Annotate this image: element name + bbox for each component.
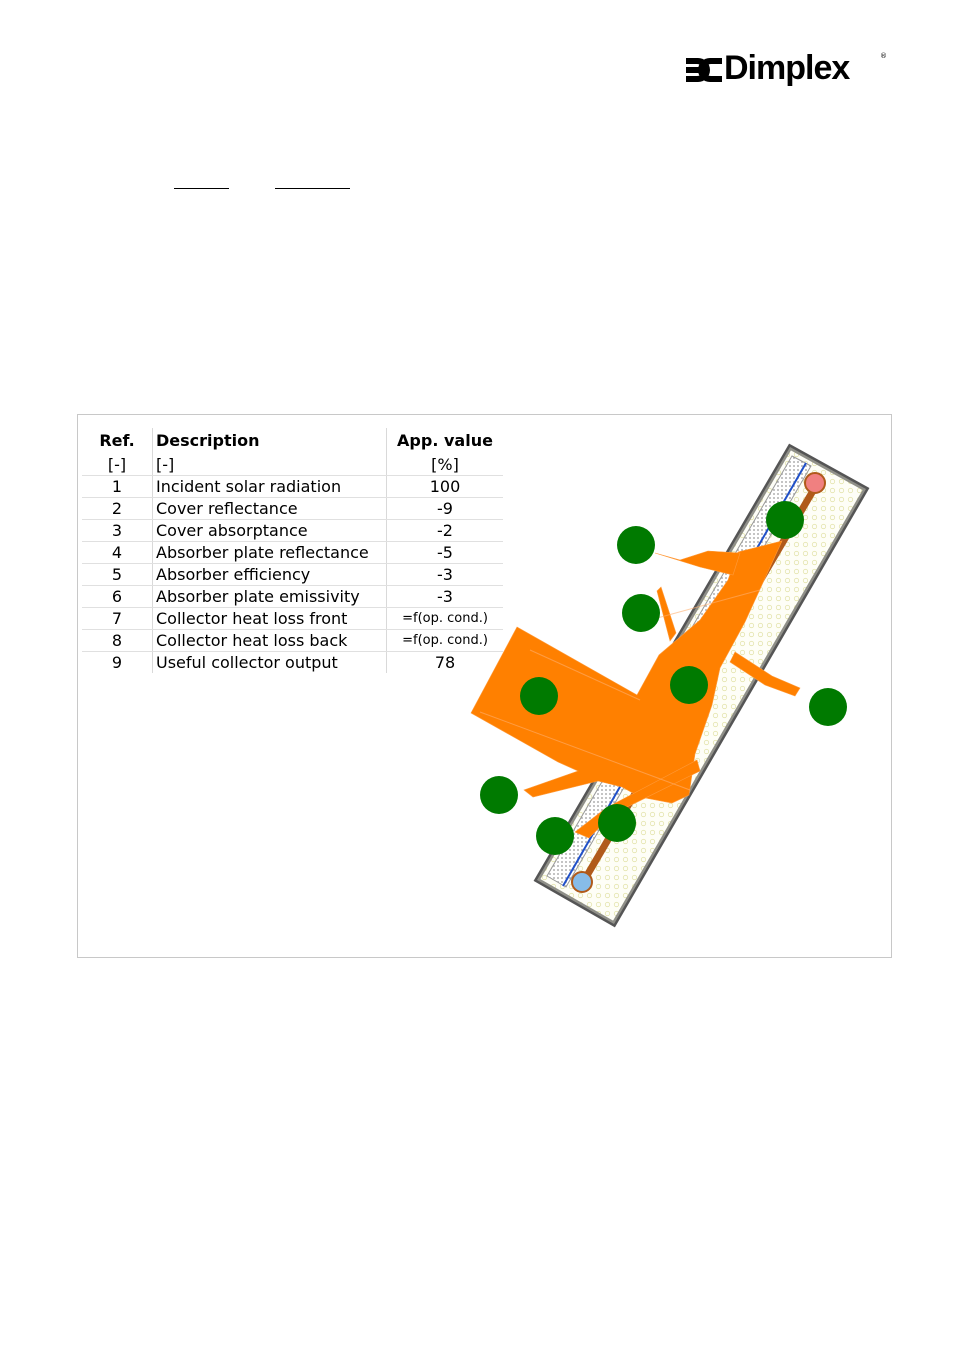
marker-circle (520, 677, 558, 715)
row-description: Collector heat loss back (152, 629, 387, 652)
cold-inlet-port (571, 871, 593, 893)
table-row: 3 Cover absorptance -2 (82, 519, 503, 542)
unit-description: [-] (152, 454, 387, 476)
table-header-row: Ref. Description App. value (82, 428, 503, 454)
marker-circle (598, 804, 636, 842)
table-units-row: [-] [-] [%] (82, 454, 503, 476)
table-row: 9 Useful collector output 78 (82, 651, 503, 673)
table-row: 2 Cover reflectance -9 (82, 497, 503, 520)
marker-circle (766, 501, 804, 539)
marker-circle (617, 526, 655, 564)
dimplex-logo-mark-icon (686, 58, 722, 82)
row-description: Collector heat loss front (152, 607, 387, 630)
marker-circle (670, 666, 708, 704)
table-row: 1 Incident solar radiation 100 (82, 475, 503, 498)
row-ref: 8 (82, 629, 153, 652)
marker-circle (536, 817, 574, 855)
marker-circle (622, 594, 660, 632)
hot-outlet-port (804, 472, 826, 494)
marker-circle (480, 776, 518, 814)
row-value: -3 (386, 585, 503, 608)
table-row: 6 Absorber plate emissivity -3 (82, 585, 503, 608)
underline-rule-2 (275, 188, 350, 189)
energy-flow-highlights (479, 589, 761, 791)
row-description: Useful collector output (152, 651, 387, 673)
logo-wordmark: Dimplex (724, 49, 850, 87)
row-value: -2 (386, 519, 503, 542)
row-value: =f(op. cond.) (386, 607, 503, 630)
row-ref: 2 (82, 497, 153, 520)
dimplex-logo: Dimplex ® (684, 49, 890, 90)
figure-frame (77, 414, 892, 958)
row-ref: 7 (82, 607, 153, 630)
row-description: Cover reflectance (152, 497, 387, 520)
row-ref: 6 (82, 585, 153, 608)
marker-circle (809, 688, 847, 726)
row-ref: 3 (82, 519, 153, 542)
row-value: -9 (386, 497, 503, 520)
table-row: 5 Absorber efficiency -3 (82, 563, 503, 586)
collector-loss-table: Ref. Description App. value [-] [-] [%] … (82, 428, 503, 673)
header-app-value: App. value (397, 431, 493, 450)
row-ref: 1 (82, 475, 153, 498)
row-value: =f(op. cond.) (386, 629, 503, 652)
row-value: -5 (386, 541, 503, 564)
reference-markers (480, 501, 847, 855)
underline-rule-1 (174, 188, 229, 189)
row-description: Incident solar radiation (152, 475, 387, 498)
unit-ref: [-] (82, 454, 153, 476)
table-row: 7 Collector heat loss front =f(op. cond.… (82, 607, 503, 630)
unit-value: [%] (386, 454, 503, 476)
row-description: Absorber plate reflectance (152, 541, 387, 564)
row-value: 100 (386, 475, 503, 498)
row-ref: 4 (82, 541, 153, 564)
collector-ports (571, 472, 826, 893)
row-value: -3 (386, 563, 503, 586)
row-ref: 5 (82, 563, 153, 586)
row-value: 78 (434, 653, 456, 672)
table-row: 4 Absorber plate reflectance -5 (82, 541, 503, 564)
table-row: 8 Collector heat loss back =f(op. cond.) (82, 629, 503, 652)
registered-mark: ® (880, 52, 887, 60)
header-ref: Ref. (82, 428, 153, 454)
header-description: Description (152, 428, 387, 454)
row-description: Absorber efficiency (152, 563, 387, 586)
row-ref: 9 (82, 651, 153, 673)
row-description: Absorber plate emissivity (152, 585, 387, 608)
row-description: Cover absorptance (152, 519, 387, 542)
